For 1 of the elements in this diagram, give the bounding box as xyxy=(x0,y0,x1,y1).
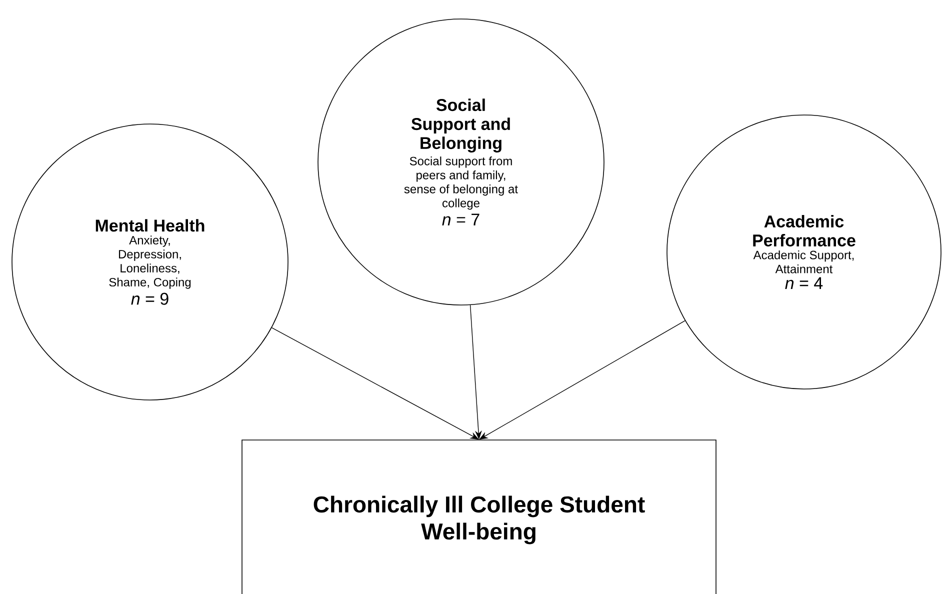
outcome-box: Chronically Ill College Student Well-being xyxy=(242,440,716,594)
